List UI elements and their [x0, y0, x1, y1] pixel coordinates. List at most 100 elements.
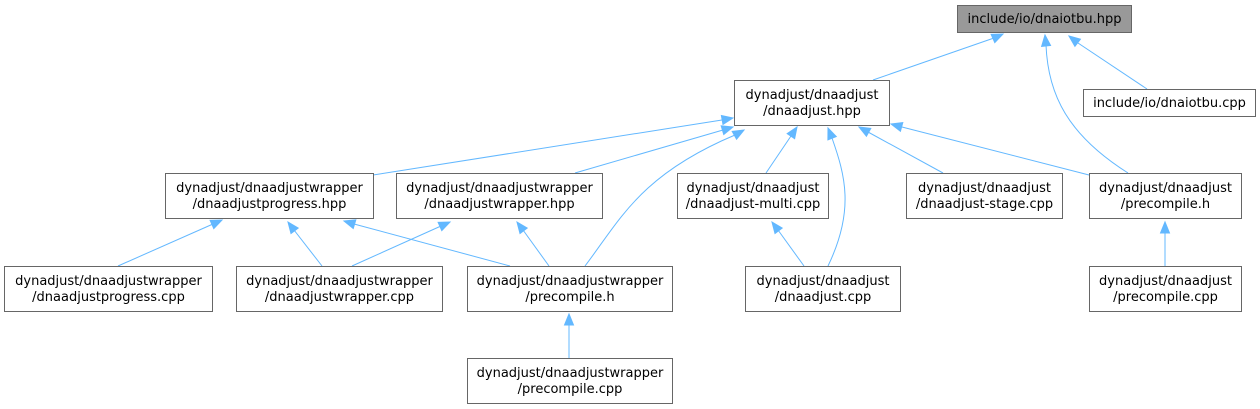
- node-box[interactable]: [1083, 89, 1256, 117]
- edge-wr_progress_hpp-to-dnaadjust_hpp: [372, 114, 735, 176]
- node-stage-cpp[interactable]: dynadjust/dnaadjust/dnaadjust-stage.cpp: [906, 173, 1063, 219]
- node-wr-wrapper-cpp[interactable]: dynadjust/dnaadjustwrapper/dnaadjustwrap…: [236, 266, 443, 312]
- edge-line: [827, 137, 846, 267]
- edge-adj_precompile_h-to-dnaadjust_hpp: [889, 121, 1090, 176]
- node-label-line: /dnaadjust-multi.cpp: [686, 197, 820, 212]
- edge-arrowhead: [857, 126, 872, 138]
- edge-line: [574, 129, 724, 174]
- node-adj-precompile-cpp[interactable]: dynadjust/dnaadjust/precompile.cpp: [1089, 266, 1242, 312]
- node-label-line: /precompile.h: [525, 290, 614, 305]
- edge-line: [372, 119, 723, 176]
- edge-line: [867, 131, 944, 174]
- node-label-line: /dnaadjustwrapper.cpp: [265, 290, 414, 305]
- edge-arrowhead: [1159, 220, 1171, 234]
- edge-arrowhead: [563, 312, 575, 326]
- node-box[interactable]: [4, 266, 213, 312]
- node-box[interactable]: [906, 173, 1063, 219]
- node-root[interactable]: include/io/dnaiotbu.hpp: [957, 5, 1132, 33]
- edge-wr_wrapper_cpp-to-wr_progress_hpp: [287, 220, 323, 267]
- edge-arrowhead: [786, 125, 798, 140]
- node-dnaadjust-cpp[interactable]: dynadjust/dnaadjust/dnaadjust.cpp: [745, 266, 901, 312]
- node-label-line: /precompile.cpp: [518, 382, 623, 397]
- edge-dnaadjust_cpp-to-dnaadjust_hpp: [827, 126, 846, 267]
- edge-arrowhead: [287, 220, 300, 235]
- edge-arrowhead: [990, 33, 1005, 44]
- node-box[interactable]: [677, 173, 829, 219]
- node-label-line: /dnaadjust.cpp: [775, 290, 872, 305]
- edge-wr_wrapper_hpp-to-dnaadjust_hpp: [574, 125, 735, 174]
- edge-wr_precompile_cpp-to-wr_precompile_h: [563, 312, 575, 358]
- node-wr-precompile-cpp[interactable]: dynadjust/dnaadjustwrapper/precompile.cp…: [467, 358, 673, 404]
- node-box[interactable]: [467, 266, 673, 312]
- nodes-layer: include/io/dnaiotbu.hpp dynadjust/dnaadju…: [4, 5, 1256, 404]
- edge-arrowhead: [516, 220, 529, 235]
- edge-adj_precompile_h-to-root: [1040, 33, 1129, 174]
- edge-wr_precompile_h-to-wr_progress_hpp: [342, 219, 511, 267]
- node-dnaadjust-hpp[interactable]: dynadjust/dnaadjust/dnaadjust.hpp: [734, 80, 890, 126]
- node-wr-precompile-h[interactable]: dynadjust/dnaadjustwrapper/precompile.h: [467, 266, 673, 312]
- node-box[interactable]: [957, 5, 1132, 33]
- edge-arrowhead: [827, 126, 838, 141]
- edge-dnaadjust_hpp-to-root: [872, 33, 1005, 81]
- edge-stage_cpp-to-dnaadjust_hpp: [857, 126, 944, 174]
- edge-wr_wrapper_cpp-to-wr_wrapper_hpp: [351, 221, 452, 267]
- edge-wr_progress_cpp-to-wr_progress_hpp: [117, 219, 224, 267]
- node-label-line: dynadjust/dnaadjustwrapper: [176, 181, 363, 196]
- node-adj-precompile-h[interactable]: dynadjust/dnaadjust/precompile.h: [1089, 173, 1242, 219]
- edge-arrowhead: [1067, 35, 1082, 48]
- edge-line: [777, 229, 805, 267]
- edge-dnaadjust_cpp-to-multi_cpp: [771, 220, 805, 267]
- edge-line: [1045, 44, 1129, 174]
- edge-line: [765, 135, 792, 174]
- edges-layer: [117, 33, 1171, 358]
- node-wr-progress-cpp[interactable]: dynadjust/dnaadjustwrapper/dnaadjustprog…: [4, 266, 213, 312]
- node-label-line: /dnaadjustprogress.hpp: [193, 197, 347, 212]
- edge-line: [117, 223, 214, 267]
- node-label-line: dynadjust/dnaadjustwrapper: [246, 274, 433, 289]
- node-label-line: /dnaadjust-stage.cpp: [916, 197, 1053, 212]
- node-label-line: dynadjust/dnaadjustwrapper: [477, 274, 664, 289]
- node-multi-cpp[interactable]: dynadjust/dnaadjust/dnaadjust-multi.cpp: [677, 173, 829, 219]
- node-label-line: dynadjust/dnaadjustwrapper: [406, 181, 593, 196]
- node-wr-progress-hpp[interactable]: dynadjust/dnaadjustwrapper/dnaadjustprog…: [165, 173, 374, 219]
- edge-wr_precompile_h-to-wr_wrapper_hpp: [516, 220, 550, 267]
- edge-multi_cpp-to-dnaadjust_hpp: [765, 125, 798, 174]
- node-label-line: /precompile.cpp: [1113, 290, 1218, 305]
- edge-line: [353, 223, 511, 267]
- node-label-line: dynadjust/dnaadjust: [918, 181, 1051, 196]
- edge-line: [351, 225, 442, 267]
- node-box[interactable]: [236, 266, 443, 312]
- node-box[interactable]: [1089, 266, 1242, 312]
- node-box[interactable]: [165, 173, 374, 219]
- node-box[interactable]: [745, 266, 901, 312]
- edge-arrowhead: [889, 121, 904, 133]
- node-box[interactable]: [1089, 173, 1242, 219]
- edge-adj_precompile_cpp-to-adj_precompile_h: [1159, 220, 1171, 266]
- edge-arrowhead: [209, 219, 224, 230]
- node-box[interactable]: [467, 358, 673, 404]
- edge-arrowhead: [437, 221, 452, 232]
- node-dnaiotbu-cpp[interactable]: include/io/dnaiotbu.cpp: [1083, 89, 1256, 117]
- edge-line: [872, 37, 995, 81]
- node-label-line: dynadjust/dnaadjust: [757, 274, 890, 289]
- node-box[interactable]: [396, 173, 603, 219]
- edge-line: [293, 229, 323, 267]
- edge-arrowhead: [720, 125, 735, 136]
- edge-arrowhead: [771, 220, 784, 235]
- node-wr-wrapper-hpp[interactable]: dynadjust/dnaadjustwrapper/dnaadjustwrap…: [396, 173, 603, 219]
- node-label-line: include/io/dnaiotbu.hpp: [968, 12, 1122, 27]
- node-label-line: dynadjust/dnaadjust: [687, 181, 820, 196]
- node-label-line: dynadjust/dnaadjust: [1099, 181, 1232, 196]
- edge-arrowhead: [1040, 33, 1052, 47]
- node-label-line: include/io/dnaiotbu.cpp: [1093, 96, 1246, 111]
- node-label-line: /precompile.h: [1121, 197, 1210, 212]
- edge-dnaiotbu_cpp-to-root: [1067, 35, 1148, 90]
- node-label-line: dynadjust/dnaadjustwrapper: [15, 274, 202, 289]
- node-label-line: /dnaadjust.hpp: [763, 104, 861, 119]
- edge-arrowhead: [731, 129, 746, 141]
- edge-line: [522, 229, 550, 267]
- node-box[interactable]: [734, 80, 890, 126]
- edge-line: [1077, 42, 1148, 90]
- node-label-line: dynadjust/dnaadjust: [1099, 274, 1232, 289]
